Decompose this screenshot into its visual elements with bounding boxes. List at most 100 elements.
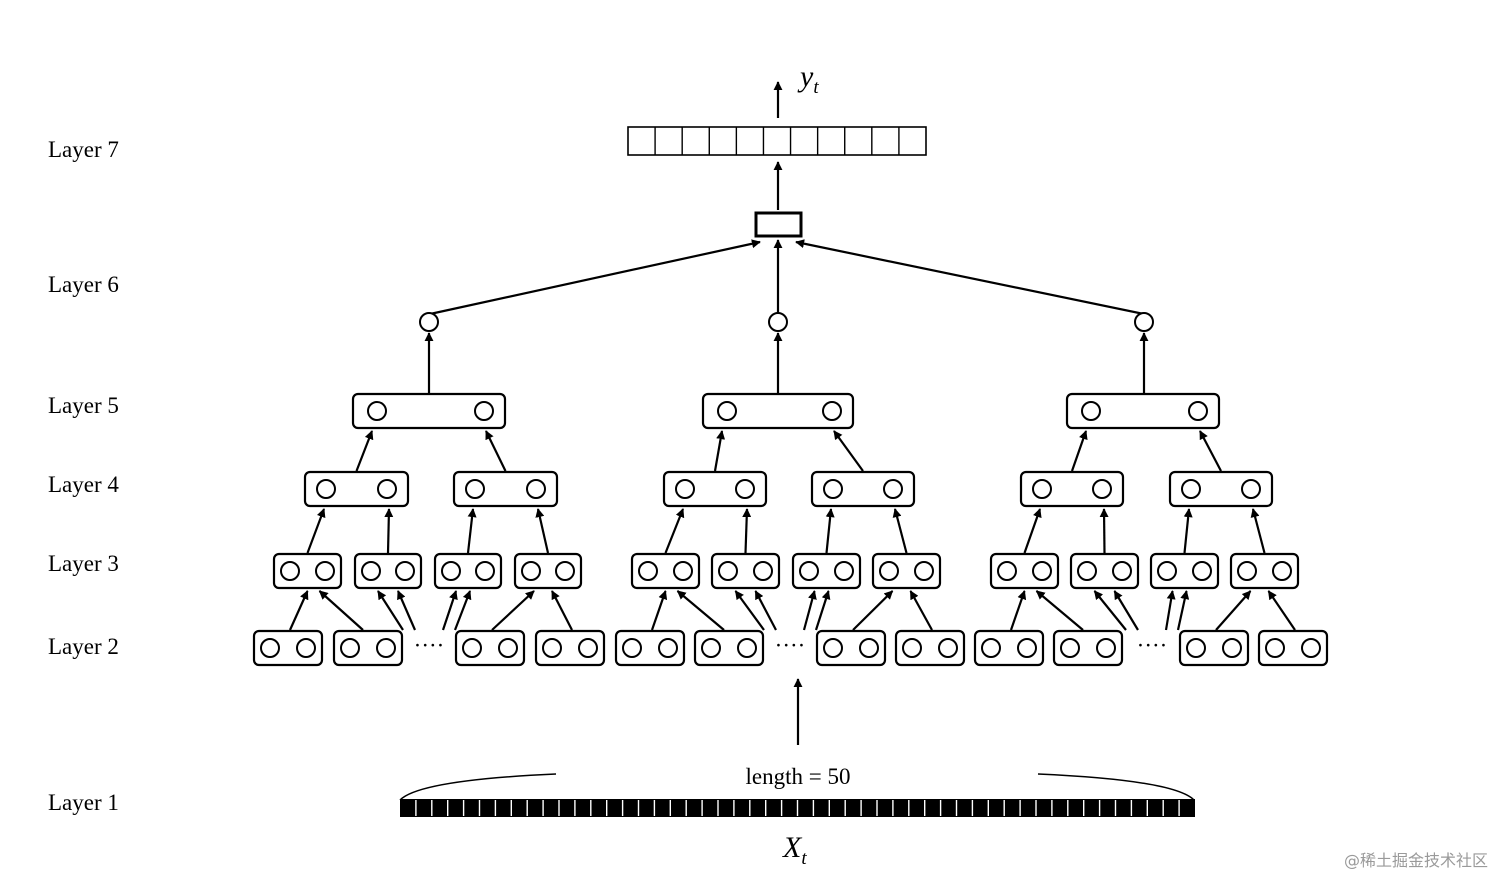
arrow <box>1113 590 1139 631</box>
arrow <box>318 590 364 631</box>
neuron-circle <box>465 479 485 499</box>
neuron-circle <box>1265 638 1285 658</box>
neuron-circle <box>1060 638 1080 658</box>
neuron-circle <box>474 401 494 421</box>
arrow <box>535 508 550 554</box>
ellipsis-dots: ···· <box>775 633 806 658</box>
arrow <box>377 590 404 631</box>
arrow <box>676 590 725 631</box>
arrow <box>1023 508 1042 554</box>
neuron-circle <box>526 479 546 499</box>
subtree-group: ···· ···· ···· <box>252 312 1329 667</box>
watermark: @稀土掘金技术社区 <box>1344 851 1488 870</box>
neuron-circle <box>914 561 934 581</box>
neuron-circle <box>578 638 598 658</box>
arrow <box>734 590 765 631</box>
arrow <box>1099 508 1109 554</box>
ellipsis-dots: ···· <box>1137 633 1168 658</box>
arrow <box>909 590 933 631</box>
neuron-circle <box>658 638 678 658</box>
arrow <box>1183 508 1193 554</box>
layer-4-label: Layer 4 <box>48 472 119 497</box>
neuron-circle <box>521 561 541 581</box>
output-symbol: yt <box>797 60 819 98</box>
neuron-circle <box>340 638 360 658</box>
neuron-circle <box>822 401 842 421</box>
arrow <box>306 508 326 554</box>
neuron-circle <box>1092 479 1112 499</box>
neuron-circle <box>1237 561 1257 581</box>
neuron-circle <box>1222 638 1242 658</box>
layer-6-label: Layer 6 <box>48 272 119 297</box>
layer5-unit <box>701 392 855 430</box>
neuron-circle <box>1112 561 1132 581</box>
subtree-3: ···· <box>973 312 1329 667</box>
ellipsis-dots: ···· <box>414 633 445 658</box>
layer-1-label: Layer 1 <box>48 790 119 815</box>
neuron-circle <box>441 561 461 581</box>
neuron-circle <box>673 561 693 581</box>
pool-circle-node <box>768 312 788 332</box>
neuron-circle <box>1157 561 1177 581</box>
subtree-1: ···· <box>252 312 606 667</box>
neuron-circle <box>675 479 695 499</box>
neuron-circle <box>1017 638 1037 658</box>
neuron-circle <box>834 561 854 581</box>
arrow <box>814 590 831 631</box>
subtree-2: ···· <box>614 312 966 667</box>
length-label: length = 50 <box>746 764 851 789</box>
left-to-merge-arrow <box>429 239 761 316</box>
neuron-circle <box>823 479 843 499</box>
neuron-circle <box>622 638 642 658</box>
neuron-circle <box>1096 638 1116 658</box>
arrow <box>1199 430 1222 472</box>
neuron-circle <box>361 561 381 581</box>
neuron-circle <box>316 479 336 499</box>
neuron-circle <box>555 561 575 581</box>
neuron-circle <box>753 561 773 581</box>
neuron-circle <box>1181 479 1201 499</box>
length-brace-right <box>1037 773 1195 801</box>
output-vector <box>627 126 927 156</box>
neuron-circle <box>376 638 396 658</box>
neuron-circle <box>701 638 721 658</box>
neuron-circle <box>542 638 562 658</box>
neuron-circle <box>799 561 819 581</box>
arrow <box>396 590 417 631</box>
neuron-circle <box>735 479 755 499</box>
layer-5-label: Layer 5 <box>48 393 119 418</box>
arrow <box>742 508 752 554</box>
neuron-circle <box>938 638 958 658</box>
arrow <box>355 430 374 472</box>
arrow <box>384 508 394 554</box>
input-sequence <box>400 799 1195 817</box>
neuron-circle <box>879 561 899 581</box>
neuron-circle <box>1241 479 1261 499</box>
neuron-circle <box>1301 638 1321 658</box>
arrow <box>1035 590 1084 631</box>
arrow <box>1215 590 1252 631</box>
neuron-circle <box>638 561 658 581</box>
arrow <box>1267 590 1296 631</box>
neuron-circle <box>475 561 495 581</box>
arrow <box>664 508 685 554</box>
arrow <box>852 590 894 631</box>
arrow <box>485 430 507 472</box>
neuron-circle <box>981 638 1001 658</box>
layer5-unit <box>1065 392 1221 430</box>
neuron-circle <box>1081 401 1101 421</box>
neuron-circle <box>498 638 518 658</box>
arrow <box>441 590 458 631</box>
arrow <box>650 590 668 631</box>
arrow <box>466 508 477 554</box>
neuron-circle <box>717 401 737 421</box>
arrow <box>1250 508 1266 554</box>
neuron-circle <box>367 401 387 421</box>
neuron-circle <box>902 638 922 658</box>
neuron-circle <box>883 479 903 499</box>
neuron-circle <box>1032 561 1052 581</box>
neuron-circle <box>377 479 397 499</box>
arrow <box>1164 590 1176 631</box>
neuron-circle <box>718 561 738 581</box>
